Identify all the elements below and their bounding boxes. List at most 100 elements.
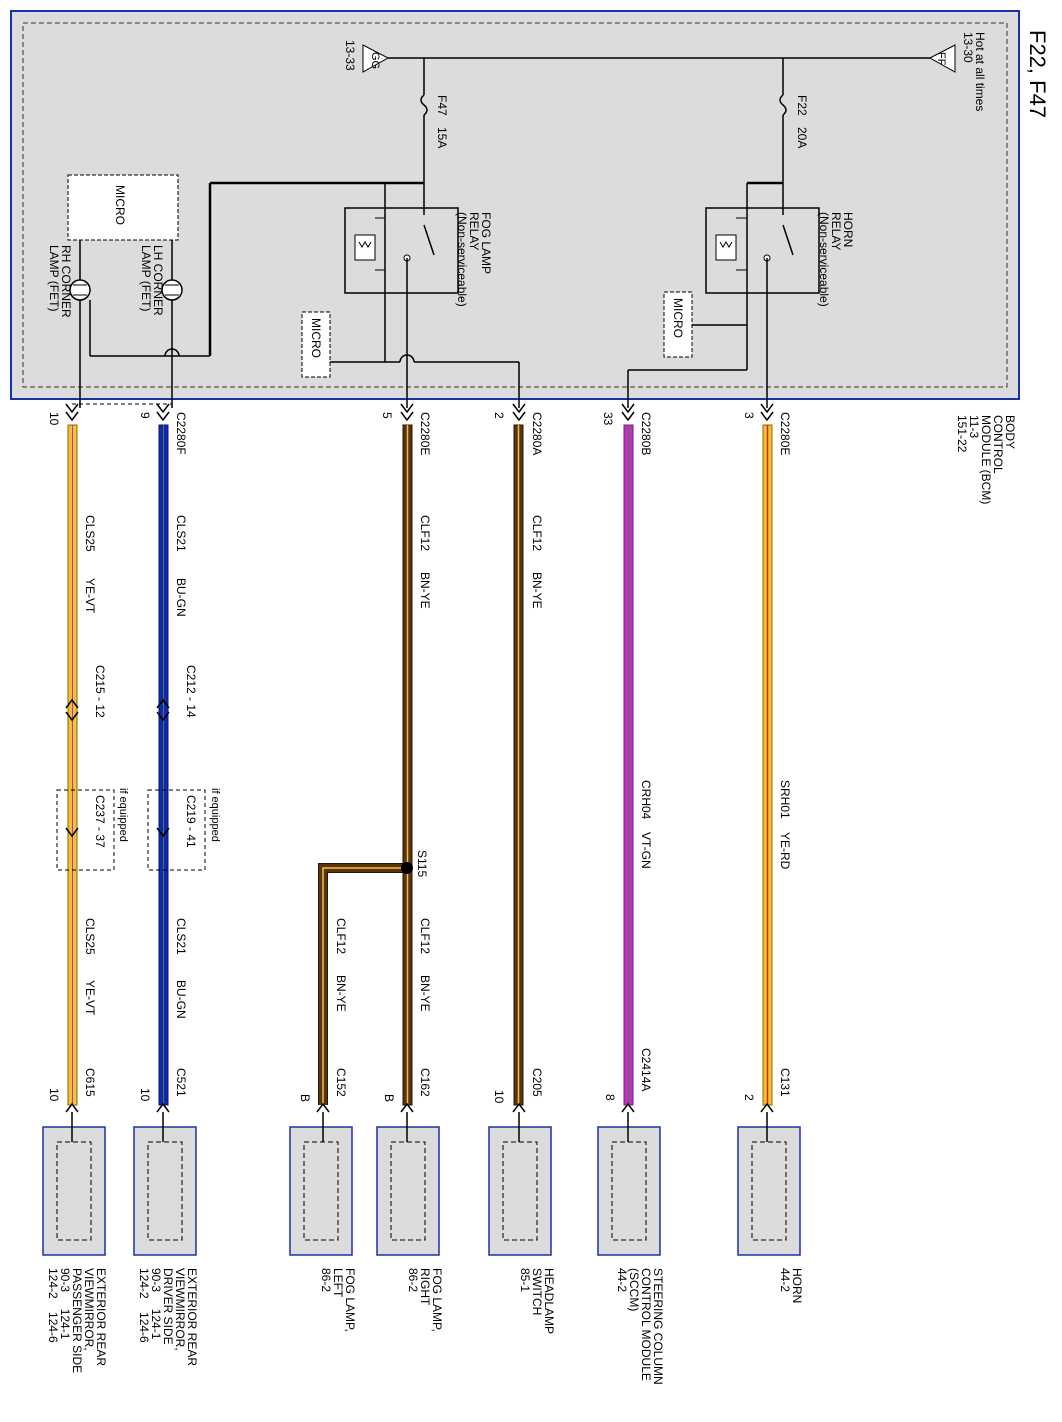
svg-text:SWITCH: SWITCH bbox=[530, 1268, 544, 1315]
svg-text:90-3 124-1: 90-3 124-1 bbox=[58, 1268, 72, 1340]
svg-text:LEFT: LEFT bbox=[331, 1268, 345, 1298]
hsw-device-label: HEADLAMP SWITCH 85-1 bbox=[518, 1268, 556, 1334]
mirrp-if-equipped: if equipped bbox=[117, 788, 129, 842]
mirrp-conn-bot: C615 bbox=[83, 1068, 97, 1097]
fogl-circuit: CLF12 bbox=[334, 918, 348, 954]
hsw-conn-top: C2280A bbox=[530, 412, 544, 455]
svg-text:HORN: HORN bbox=[790, 1268, 804, 1303]
if-equipped-box-driver bbox=[147, 789, 206, 871]
power-source-ff-icon: FF bbox=[928, 44, 956, 73]
sccm-pin-top: 33 bbox=[601, 412, 615, 426]
svg-text:HEADLAMP: HEADLAMP bbox=[542, 1268, 556, 1334]
fog-relay-coil-icon bbox=[354, 234, 376, 261]
svg-text:90-3 124-1: 90-3 124-1 bbox=[149, 1268, 163, 1340]
hsw-wire-color: BN-YE bbox=[530, 572, 544, 609]
mirrd-inline2: C219 - 41 bbox=[184, 795, 198, 848]
svg-text:15A: 15A bbox=[435, 127, 449, 148]
svg-text:LAMP (FET): LAMP (FET) bbox=[139, 245, 153, 311]
svg-text:VIEWMIRROR,: VIEWMIRROR, bbox=[173, 1268, 187, 1351]
wire-headlamp-switch bbox=[513, 424, 524, 1106]
fogr-wire-color-bot: BN-YE bbox=[418, 975, 432, 1012]
ground-page-ref: 13-33 bbox=[343, 40, 357, 71]
fogr-wire-color-top: BN-YE bbox=[418, 572, 432, 609]
horn-relay-box bbox=[705, 207, 820, 294]
wire-mirror-passenger bbox=[67, 424, 78, 1106]
hsw-conn-bot: C205 bbox=[530, 1068, 544, 1097]
mirrd-circuit-bot: CLS21 bbox=[174, 918, 188, 955]
svg-text:F47: F47 bbox=[435, 95, 449, 116]
svg-text:EXTERIOR REAR: EXTERIOR REAR bbox=[185, 1268, 199, 1366]
wire-sccm bbox=[623, 424, 634, 1106]
fogr-pin-top: 5 bbox=[380, 412, 394, 419]
svg-text:DRIVER SIDE: DRIVER SIDE bbox=[161, 1268, 175, 1345]
svg-text:MODULE (BCM): MODULE (BCM) bbox=[979, 415, 993, 504]
fogr-circuit-top: CLF12 bbox=[418, 515, 432, 551]
horn-pin-top: 3 bbox=[742, 412, 756, 419]
horn-conn-bot: C131 bbox=[778, 1068, 792, 1097]
fuse-f22-icon bbox=[779, 94, 787, 116]
mirrp-device-label: EXTERIOR REAR VIEWMIRROR, PASSENGER SIDE… bbox=[46, 1268, 108, 1373]
svg-text:(Non-serviceable): (Non-serviceable) bbox=[817, 212, 831, 307]
horn-wire-color: YE-RD bbox=[778, 832, 792, 870]
sccm-conn-top: C2280B bbox=[639, 412, 653, 455]
svg-text:RELAY: RELAY bbox=[829, 212, 843, 250]
svg-text:11-3: 11-3 bbox=[967, 415, 981, 438]
svg-text:44-2: 44-2 bbox=[615, 1268, 629, 1292]
svg-text:20A: 20A bbox=[795, 127, 809, 148]
svg-text:CONTROL MODULE: CONTROL MODULE bbox=[639, 1268, 653, 1381]
svg-text:86-2: 86-2 bbox=[406, 1268, 420, 1292]
if-equipped-box-passenger bbox=[56, 789, 115, 871]
fogl-wire-color: BN-YE bbox=[334, 975, 348, 1012]
svg-text:LH CORNER: LH CORNER bbox=[151, 245, 165, 316]
sccm-device-label: STEERING COLUMN CONTROL MODULE (SCCM) 44… bbox=[615, 1268, 665, 1385]
inline-connector-arrows bbox=[65, 698, 170, 838]
mirrd-inline1: C212 - 14 bbox=[184, 665, 198, 718]
fogr-circuit-bot: CLF12 bbox=[418, 918, 432, 954]
mirrd-circuit-top: CLS21 bbox=[174, 515, 188, 552]
svg-text:86-2: 86-2 bbox=[319, 1268, 333, 1292]
horn-relay-switch-icon bbox=[782, 224, 794, 256]
bottom-connector-arrows bbox=[65, 1102, 774, 1113]
svg-text:RELAY: RELAY bbox=[467, 212, 481, 250]
svg-text:151-22: 151-22 bbox=[955, 415, 969, 453]
svg-text:HORN: HORN bbox=[841, 212, 855, 247]
sccm-conn-bot: C2414A bbox=[639, 1048, 653, 1091]
micro-box-fog bbox=[301, 311, 331, 378]
mirrp-pin-top: 10 bbox=[47, 412, 61, 426]
wire-horn bbox=[762, 424, 773, 1106]
svg-text:CONTROL: CONTROL bbox=[991, 415, 1005, 474]
micro-box-horn bbox=[663, 291, 693, 358]
ground-gg-icon: GG bbox=[362, 44, 390, 73]
device-boxes bbox=[42, 1112, 801, 1256]
mirrp-circuit-bot: CLS25 bbox=[83, 918, 97, 955]
svg-text:FOG LAMP: FOG LAMP bbox=[479, 212, 493, 274]
fogl-conn-bot: C152 bbox=[334, 1068, 348, 1097]
fuse-f47-label: F47 15A bbox=[435, 95, 449, 148]
lh-corner-label: LH CORNER LAMP (FET) bbox=[139, 245, 165, 316]
horn-relay-label: HORN RELAY (Non-serviceable) bbox=[817, 212, 855, 307]
svg-text:VIEWMIRROR,: VIEWMIRROR, bbox=[82, 1268, 96, 1351]
fogr-pin-bot: B bbox=[382, 1094, 396, 1102]
fog-relay-switch-icon bbox=[423, 224, 435, 256]
horn-conn-top: C2280E bbox=[778, 412, 792, 455]
svg-text:RH CORNER: RH CORNER bbox=[59, 245, 73, 318]
sccm-circuit: CRH04 bbox=[639, 780, 653, 820]
mirrp-inline1: C215 - 12 bbox=[93, 665, 107, 718]
fuse-f47-icon bbox=[420, 94, 428, 116]
fog-relay-box bbox=[344, 207, 459, 294]
page-title: F22, F47 bbox=[1025, 30, 1050, 118]
svg-text:124-2 124-6: 124-2 124-6 bbox=[137, 1268, 151, 1343]
splice-s115-dot bbox=[401, 862, 413, 874]
svg-text:FF: FF bbox=[935, 52, 947, 66]
micro-box-corner bbox=[67, 174, 179, 241]
bcm-inner-dashed-border bbox=[22, 22, 1008, 388]
hsw-pin-bot: 10 bbox=[492, 1090, 506, 1104]
svg-text:(Non-serviceable): (Non-serviceable) bbox=[455, 212, 469, 307]
mirrd-device-label: EXTERIOR REAR VIEWMIRROR, DRIVER SIDE 90… bbox=[137, 1268, 199, 1366]
fogr-conn-bot: C162 bbox=[418, 1068, 432, 1097]
svg-text:13-30: 13-30 bbox=[961, 32, 975, 63]
hot-at-all-times-label: Hot at all times 13-30 bbox=[961, 32, 987, 111]
svg-text:EXTERIOR REAR: EXTERIOR REAR bbox=[94, 1268, 108, 1366]
micro-label-horn: MICRO bbox=[671, 298, 685, 338]
